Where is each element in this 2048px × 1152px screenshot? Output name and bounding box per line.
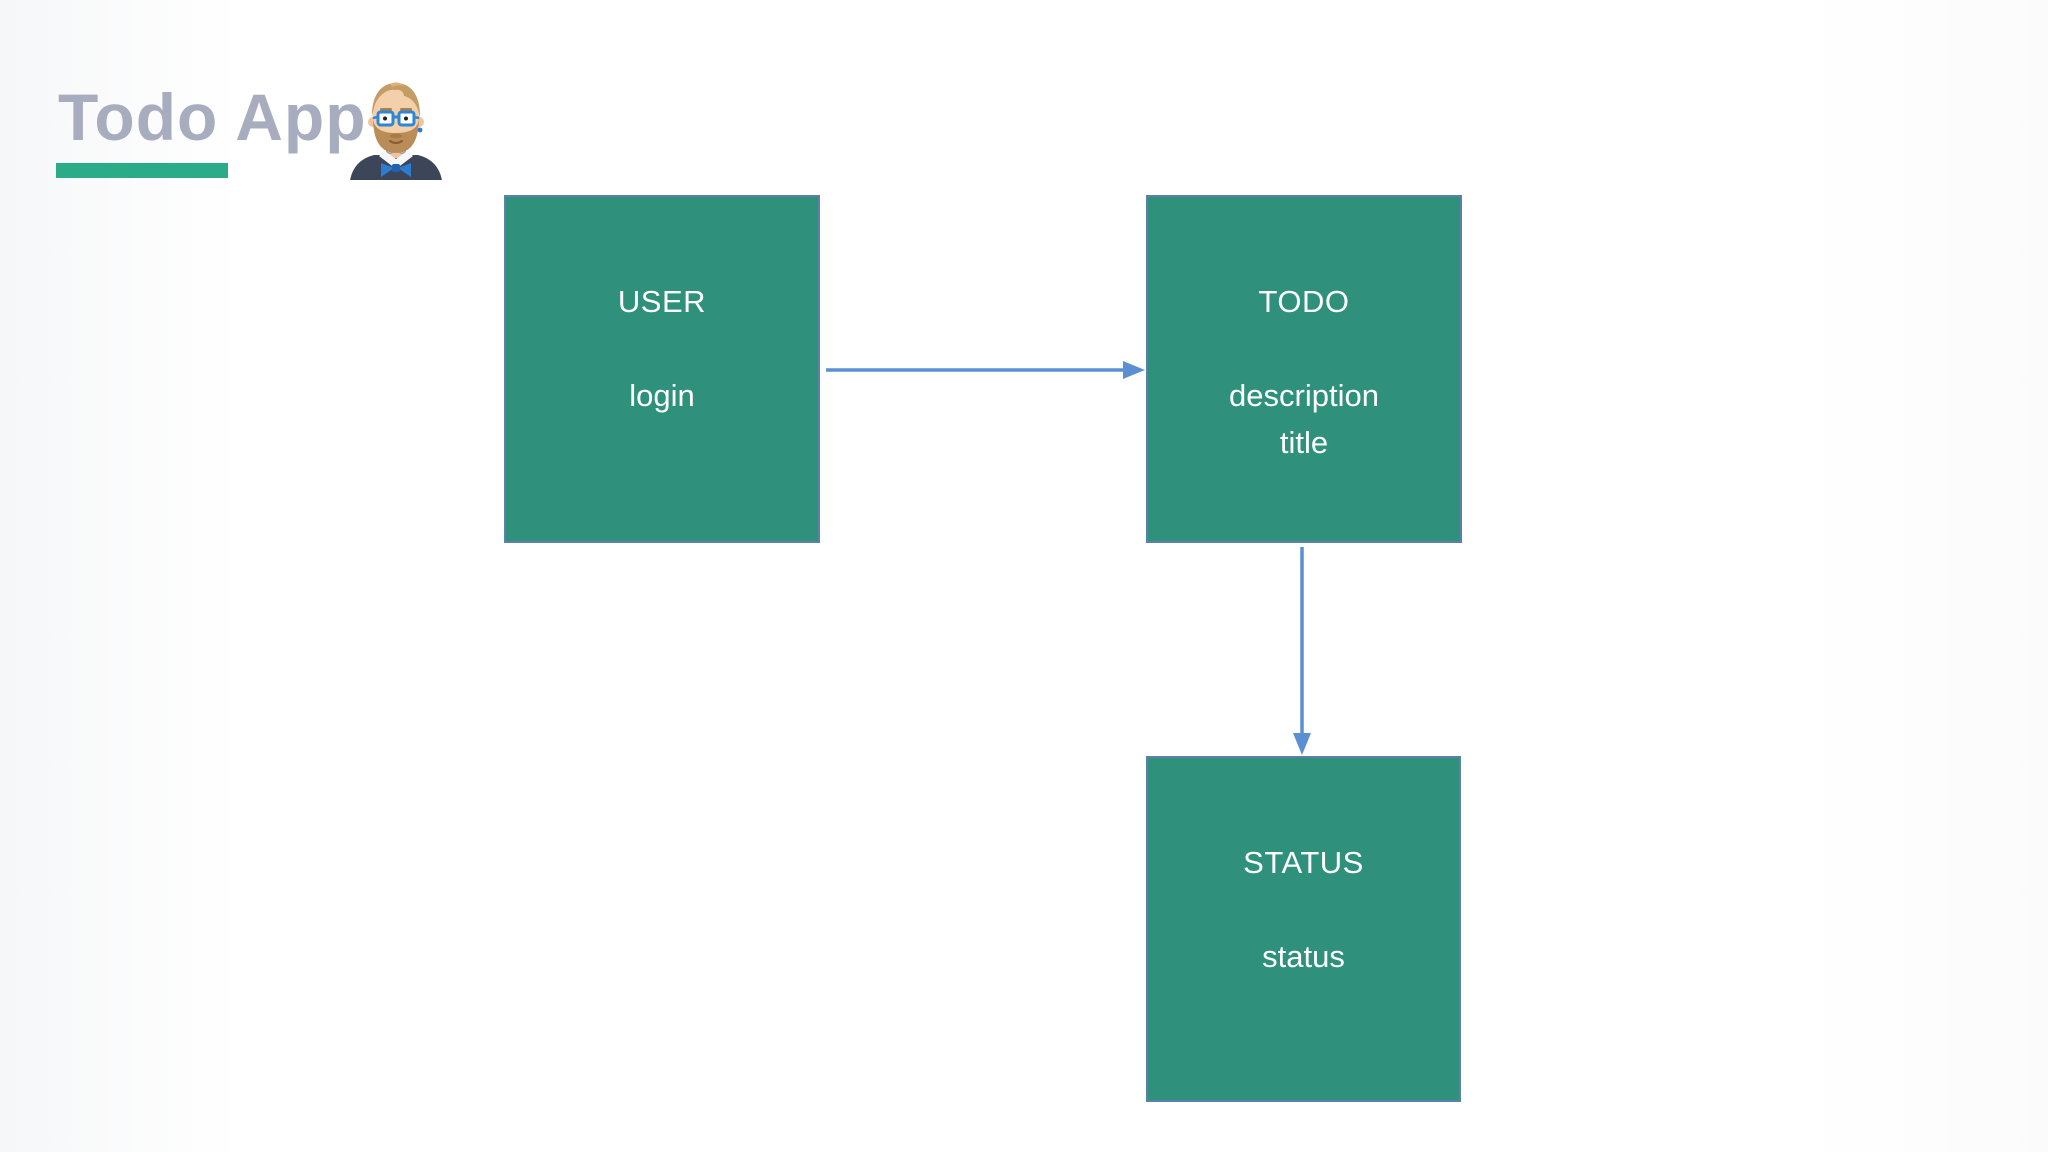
- entity-user-attr-login: login: [629, 378, 695, 413]
- relation-todo-status-arrow: [1293, 547, 1311, 755]
- page-title: Todo App: [58, 80, 367, 154]
- entity-user-name: USER: [617, 284, 707, 319]
- entity-todo-attributes: description title: [1148, 372, 1460, 466]
- entity-status-attributes: status: [1148, 933, 1459, 980]
- developer-avatar-icon: [350, 82, 442, 180]
- entity-status: STATUS status: [1146, 756, 1461, 1102]
- title-underline: [56, 163, 228, 178]
- relation-user-todo-arrow: [826, 361, 1145, 379]
- entity-todo-name: TODO: [1258, 284, 1350, 319]
- entity-status-name: STATUS: [1243, 845, 1364, 880]
- entity-todo: TODO description title: [1146, 195, 1462, 543]
- entity-user: USER login: [504, 195, 820, 543]
- entity-todo-attr-description: description: [1229, 378, 1379, 413]
- entity-todo-attr-title: title: [1279, 425, 1329, 460]
- entity-status-attr-status: status: [1262, 939, 1345, 974]
- entity-user-attributes: login: [506, 372, 818, 419]
